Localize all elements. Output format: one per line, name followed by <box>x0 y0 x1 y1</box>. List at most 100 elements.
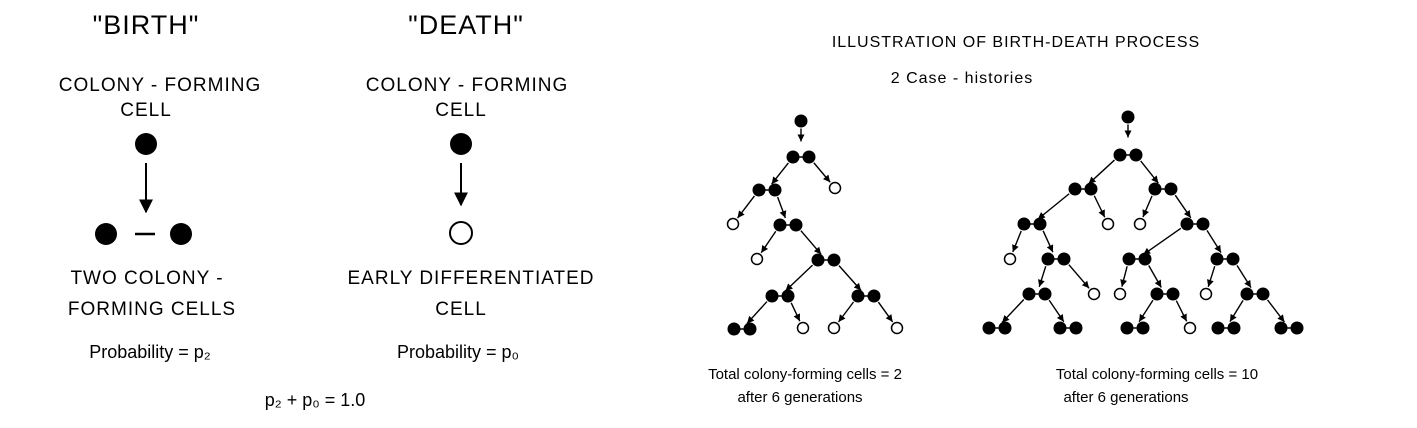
colony-forming-cell <box>1226 252 1240 266</box>
right-tree-caption-line2: after 6 generations <box>1063 389 1189 406</box>
arrow-head <box>1142 209 1149 218</box>
arrow-head <box>1244 279 1252 288</box>
colony-forming-cell <box>1227 321 1241 335</box>
differentiated-cell <box>726 217 740 231</box>
death-cell-label-line1: COLONY - FORMING <box>365 75 569 96</box>
differentiated-cell <box>827 321 841 335</box>
colony-forming-cell <box>1290 321 1304 335</box>
colony-forming-cell <box>1022 287 1036 301</box>
birth-result-line2: FORMING CELLS <box>67 299 237 320</box>
arrow-head <box>1088 176 1097 184</box>
arrow-head <box>1183 210 1191 218</box>
arrow-head <box>1154 279 1162 288</box>
arrow-head <box>1046 244 1054 253</box>
arrow-head <box>779 210 787 218</box>
colony-forming-cell <box>1121 110 1135 124</box>
arrow-head <box>823 174 831 183</box>
colony-forming-cell <box>768 183 782 197</box>
arrow-head <box>737 210 745 219</box>
colony-forming-cell <box>851 289 865 303</box>
death-cell-label-line2: CELL <box>435 100 487 121</box>
colony-forming-cell <box>1120 321 1134 335</box>
birth-cell-label-line2: CELL <box>120 100 172 121</box>
daughter-cell-left <box>95 223 117 245</box>
differentiated-cell <box>1199 287 1213 301</box>
colony-forming-cell <box>765 289 779 303</box>
colony-forming-cell <box>752 183 766 197</box>
differentiated-cell <box>1101 217 1115 231</box>
birth-title: "BIRTH" <box>92 10 200 40</box>
arrow-head <box>793 313 801 322</box>
differentiated-cell <box>1183 321 1197 335</box>
colony-forming-cell <box>1122 252 1136 266</box>
colony-forming-cell <box>1210 252 1224 266</box>
death-result-line1: EARLY DIFFERENTIATED <box>347 268 595 289</box>
differentiated-cell <box>828 181 842 195</box>
colony-forming-cell <box>867 289 881 303</box>
colony-forming-cell <box>1113 148 1127 162</box>
colony-forming-cell <box>1166 287 1180 301</box>
colony-forming-cell <box>773 218 787 232</box>
colony-forming-cell <box>1138 252 1152 266</box>
arrow-head <box>1056 314 1064 322</box>
arrow-head <box>1180 313 1187 322</box>
colony-forming-cell <box>802 150 816 164</box>
arrow-head <box>1002 315 1010 323</box>
differentiated-cell <box>1133 217 1147 231</box>
differentiated-cell <box>796 321 810 335</box>
death-probability: Probability = p₀ <box>396 342 520 362</box>
illustration-title: ILLUSTRATION OF BIRTH-DEATH PROCESS <box>831 34 1201 51</box>
left-tree-caption-line2: after 6 generations <box>737 389 863 406</box>
colony-forming-cell <box>1084 182 1098 196</box>
left-tree-caption-line1: Total colony-forming cells = 2 <box>708 366 902 383</box>
sum-equation: p₂ + p₀ = 1.0 <box>264 390 366 410</box>
colony-forming-cell <box>794 114 808 128</box>
colony-forming-cell <box>781 289 795 303</box>
arrow-head <box>1038 279 1045 287</box>
colony-forming-cell <box>811 253 825 267</box>
colony-forming-cell <box>1196 217 1210 231</box>
arrow-head <box>1151 175 1159 184</box>
arrow-head <box>1120 279 1128 287</box>
arrow-head <box>761 245 769 253</box>
birth-result-line1: TWO COLONY - <box>70 268 224 289</box>
differentiated-cell <box>750 252 764 266</box>
arrow-head <box>747 315 755 324</box>
death-title: "DEATH" <box>408 10 524 40</box>
arrow-head <box>1081 280 1090 289</box>
arrow-head <box>785 283 793 291</box>
arrow-head <box>1139 313 1146 322</box>
birth-probability: Probability = p₂ <box>89 342 211 362</box>
daughter-cell-right <box>170 223 192 245</box>
colony-forming-cell <box>1068 182 1082 196</box>
colony-forming-cell <box>998 321 1012 335</box>
arrow-head <box>1277 314 1285 323</box>
colony-forming-cell <box>982 321 996 335</box>
colony-forming-cell <box>1053 321 1067 335</box>
colony-forming-cell <box>1211 321 1225 335</box>
right-tree-caption-line1: Total colony-forming cells = 10 <box>1055 366 1259 383</box>
colony-forming-cell <box>1057 252 1071 266</box>
colony-forming-cell <box>1069 321 1083 335</box>
colony-forming-cell <box>135 133 157 155</box>
arrow-head <box>797 134 805 142</box>
colony-forming-cell <box>1148 182 1162 196</box>
arrow-head <box>1214 244 1222 253</box>
colony-forming-cell <box>1033 217 1047 231</box>
colony-forming-cell <box>743 322 757 336</box>
birth-cell-label-line1: COLONY - FORMING <box>58 75 262 96</box>
arrow-head <box>885 314 893 322</box>
arrow-head <box>1229 313 1237 322</box>
arrow-head <box>1207 279 1214 287</box>
colony-forming-cell <box>1274 321 1288 335</box>
differentiated-cell <box>1003 252 1017 266</box>
illustration-subtitle: 2 Case - histories <box>890 70 1034 87</box>
arrow-head <box>813 246 822 255</box>
death-schematic <box>449 133 473 245</box>
arrow-head <box>1098 209 1105 218</box>
colony-forming-cell <box>1017 217 1031 231</box>
birth-schematic <box>95 133 192 245</box>
case-history-tree-right <box>982 110 1304 335</box>
colony-forming-cell <box>1129 148 1143 162</box>
case-history-tree-left <box>726 114 904 336</box>
